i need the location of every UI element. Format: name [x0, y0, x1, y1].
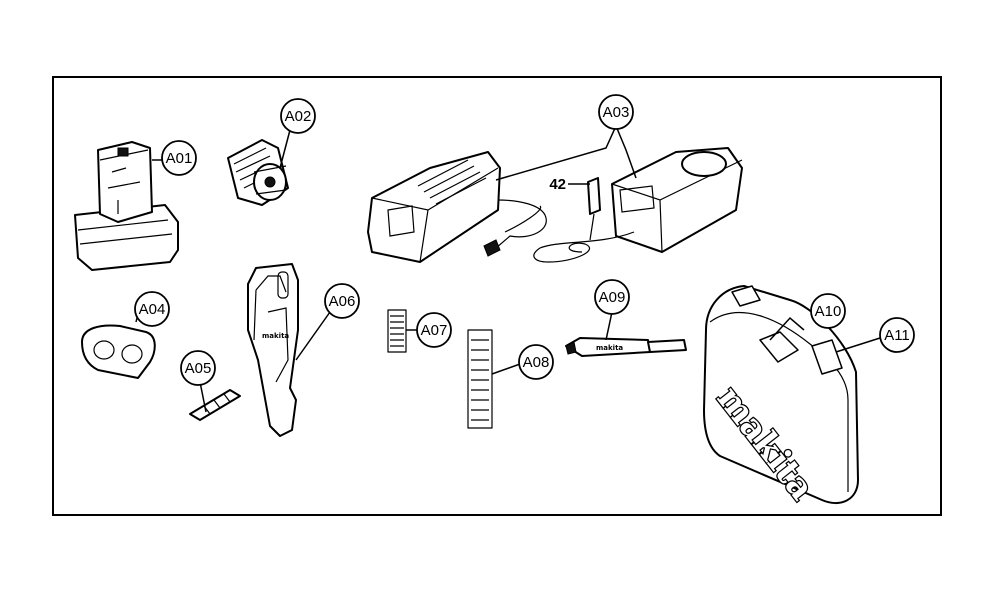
svg-text:A01: A01	[166, 150, 193, 167]
callout-a02: A02	[280, 98, 316, 134]
svg-text:A05: A05	[185, 360, 212, 377]
callout-a09: A09	[594, 279, 630, 315]
battery-cover-drawing	[81, 324, 156, 379]
callout-a08: A08	[518, 344, 554, 380]
svg-text:A08: A08	[523, 354, 550, 371]
callout-42: 42	[549, 176, 566, 193]
callout-a03: A03	[598, 94, 634, 130]
bit-holder-drawing: makita	[565, 337, 687, 357]
svg-text:A09: A09	[599, 289, 626, 306]
callout-a06: A06	[324, 283, 360, 319]
charger-left-drawing	[367, 151, 547, 263]
svg-text:A07: A07	[421, 322, 448, 339]
charger-right-drawing	[533, 147, 743, 263]
chuck-drawing	[227, 139, 289, 206]
svg-text:A06: A06	[329, 293, 356, 310]
callout-a07: A07	[416, 312, 452, 348]
svg-text:A03: A03	[603, 104, 630, 121]
svg-text:A11: A11	[884, 327, 910, 344]
svg-text:A02: A02	[285, 108, 312, 125]
diagram-frame	[52, 76, 942, 516]
bit-set-small-drawing	[387, 309, 407, 353]
leader-lines	[135, 125, 881, 413]
svg-text:A04: A04	[139, 301, 166, 318]
bit-set-large-drawing	[467, 329, 493, 429]
callout-a10: A10	[810, 293, 846, 329]
bit-drawing	[189, 389, 241, 421]
callout-a05: A05	[180, 350, 216, 386]
battery-drawing	[74, 141, 179, 271]
callout-a11: A11	[879, 317, 915, 353]
holster-drawing: makita	[247, 263, 299, 437]
callout-a04: A04	[134, 291, 170, 327]
svg-text:A10: A10	[815, 303, 842, 320]
bit-holder-logo: makita	[596, 344, 623, 352]
callout-a01: A01	[161, 140, 197, 176]
holster-logo: makita	[262, 332, 289, 340]
